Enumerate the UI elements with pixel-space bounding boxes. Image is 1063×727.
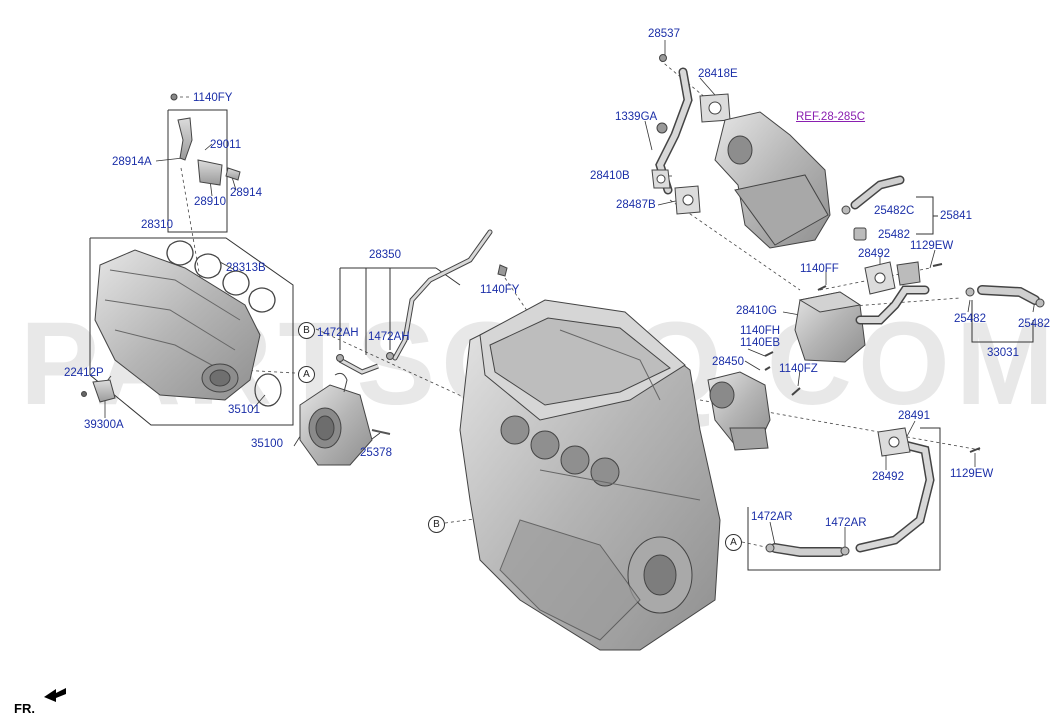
box-28914a — [167, 109, 228, 233]
part-label[interactable]: 22412P — [64, 367, 104, 379]
part-label[interactable]: 1472AH — [317, 327, 359, 339]
part-label[interactable]: 28487B — [616, 199, 656, 211]
callout-marker-a: A — [725, 534, 742, 551]
part-label[interactable]: 35100 — [251, 438, 283, 450]
box-25841 — [916, 196, 934, 235]
part-label[interactable]: 28910 — [194, 196, 226, 208]
part-label[interactable]: 28350 — [369, 249, 401, 261]
sensor-39300a — [81, 379, 116, 403]
part-label[interactable]: 1140FF — [800, 263, 839, 275]
part-label[interactable]: 28537 — [648, 28, 680, 40]
part-label[interactable]: 35101 — [228, 404, 260, 416]
part-label[interactable]: 25482 — [954, 313, 986, 325]
part-label[interactable]: 29011 — [210, 139, 242, 151]
part-label[interactable]: 28310 — [141, 219, 173, 231]
part-label[interactable]: 33031 — [987, 347, 1019, 359]
part-label[interactable]: 28914A — [112, 156, 152, 168]
front-direction-label: FR. — [14, 701, 35, 716]
callout-marker-a: A — [298, 366, 315, 383]
intake-manifold — [94, 249, 261, 401]
egr-pipe-mid — [855, 285, 930, 325]
box-33031 — [971, 300, 1034, 343]
part-label[interactable]: 28418E — [698, 68, 738, 80]
egr-cooler — [794, 291, 866, 363]
box-1472ar — [747, 427, 941, 571]
part-label[interactable]: 28492 — [872, 471, 904, 483]
callout-marker-b: B — [428, 516, 445, 533]
part-label[interactable]: 1472AH — [368, 331, 410, 343]
part-label[interactable]: 25841 — [940, 210, 972, 222]
part-label[interactable]: 1129EW — [950, 468, 994, 480]
part-label[interactable]: 1472AR — [751, 511, 793, 523]
part-label[interactable]: 28491 — [898, 410, 930, 422]
part-label[interactable]: 39300A — [84, 419, 124, 431]
bracket-28914a — [170, 93, 241, 186]
part-label[interactable]: 1140FY — [480, 284, 520, 296]
part-label[interactable]: 25482C — [874, 205, 915, 217]
part-label[interactable]: 25482 — [878, 229, 910, 241]
part-label[interactable]: 1140EB — [740, 337, 781, 349]
throttle-body — [299, 372, 373, 466]
egr-valve — [707, 371, 771, 451]
egr-pipe-lower — [770, 440, 935, 557]
coolant-hose-33031 — [977, 285, 1040, 305]
part-label[interactable]: 28410B — [590, 170, 630, 182]
part-label[interactable]: 1472AR — [825, 517, 867, 529]
engine-block — [459, 299, 721, 651]
manifold-gasket — [166, 240, 276, 313]
fr-arrow-icon — [44, 688, 66, 702]
part-label[interactable]: 1129EW — [910, 240, 954, 252]
part-label[interactable]: 1140FH — [740, 325, 781, 337]
box-28310 — [89, 237, 294, 426]
egr-gaskets — [651, 93, 731, 215]
catalytic-converter — [714, 111, 831, 249]
part-label[interactable]: 28914 — [230, 187, 262, 199]
part-label[interactable]: 1140FZ — [779, 363, 818, 375]
callout-marker-b: B — [298, 322, 315, 339]
part-label[interactable]: 28492 — [858, 248, 890, 260]
part-label[interactable]: 1339GA — [615, 111, 658, 123]
throttle-gasket — [254, 373, 282, 407]
part-label[interactable]: 28313B — [226, 262, 266, 274]
egr-hose-upper — [850, 175, 905, 210]
reference-link[interactable]: REF.28-285C — [796, 111, 866, 123]
part-label[interactable]: 25482 — [1018, 318, 1050, 330]
part-label[interactable]: 25378 — [360, 447, 392, 459]
group-boxes — [89, 109, 1034, 571]
part-label[interactable]: 1140FY — [193, 92, 233, 104]
part-label[interactable]: 28410G — [736, 305, 777, 317]
part-label[interactable]: 28450 — [712, 356, 744, 368]
